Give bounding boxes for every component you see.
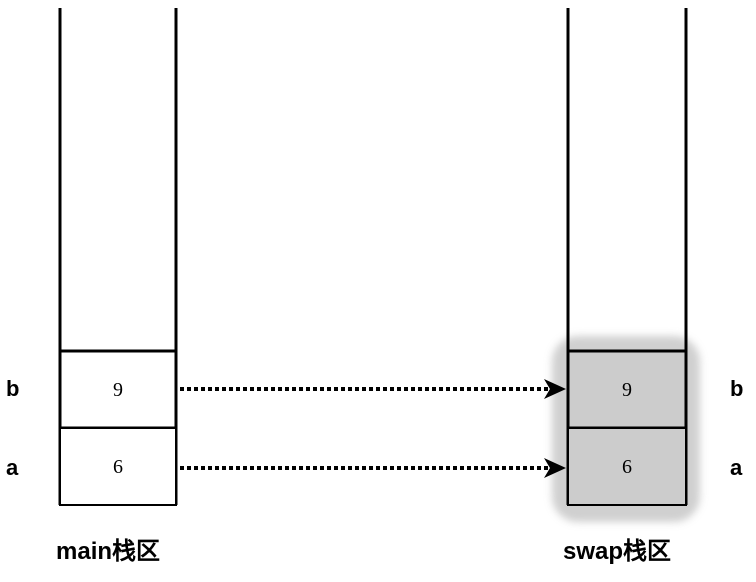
main-var-label-b: b <box>6 376 20 401</box>
main-cell-a <box>59 427 177 506</box>
arrow-b-head <box>544 379 566 399</box>
main-cell-a-value: 6 <box>113 456 123 478</box>
arrow-a-head <box>544 458 566 478</box>
main-cell-b-value: 9 <box>113 379 123 401</box>
swap-var-label-a: a <box>730 455 743 480</box>
main-cell-b <box>58 349 178 430</box>
main-stack-caption: main栈区 <box>56 538 161 565</box>
main-var-label-a: a <box>6 455 19 480</box>
swap-cell-b-value: 9 <box>622 379 632 401</box>
swap-cell-b <box>566 349 688 430</box>
swap-stack-caption: swap栈区 <box>563 538 672 565</box>
swap-cell-a-value: 6 <box>622 456 632 478</box>
swap-var-label-b: b <box>730 376 744 401</box>
swap-cell-a <box>567 427 687 506</box>
